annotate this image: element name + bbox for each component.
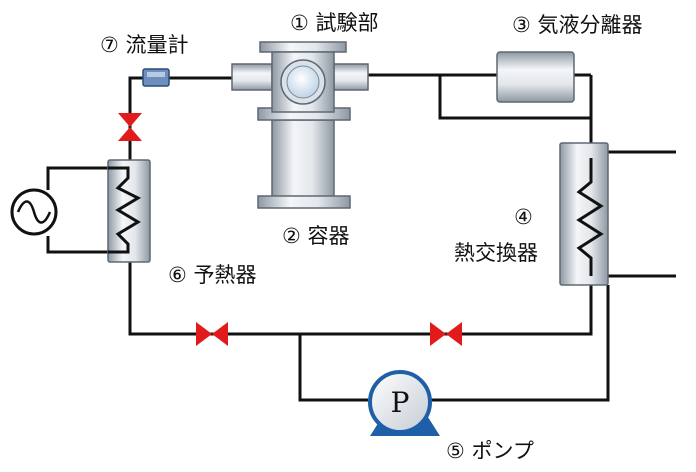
vessel-label: ② 容器	[282, 224, 350, 248]
pump-label: ⑤ ポンプ	[446, 439, 534, 463]
test-section-label: ① 試験部	[290, 11, 379, 35]
heat-exchanger-icon	[559, 142, 609, 286]
flow-meter-icon	[142, 68, 170, 87]
pump-icon	[368, 370, 440, 436]
valve-icon	[118, 113, 142, 141]
preheater-label: ⑥ 予熱器	[168, 263, 257, 287]
heat-exchanger-number: ④	[514, 205, 533, 229]
preheater-icon	[107, 159, 151, 263]
gas-liquid-separator-icon	[496, 51, 575, 103]
ac-power-source-icon	[10, 188, 58, 236]
valve-icon	[196, 322, 228, 346]
flow-meter-label: ⑦ 流量計	[100, 33, 189, 57]
test-section-icon	[231, 41, 369, 113]
gas-liquid-separator-label: ③ 気液分離器	[512, 13, 643, 37]
vessel-icon	[257, 107, 351, 209]
heat-exchanger-label: 熱交換器	[454, 241, 538, 265]
pump-symbol: P	[391, 386, 410, 419]
valve-icon	[430, 322, 462, 346]
piping	[46, 73, 676, 402]
